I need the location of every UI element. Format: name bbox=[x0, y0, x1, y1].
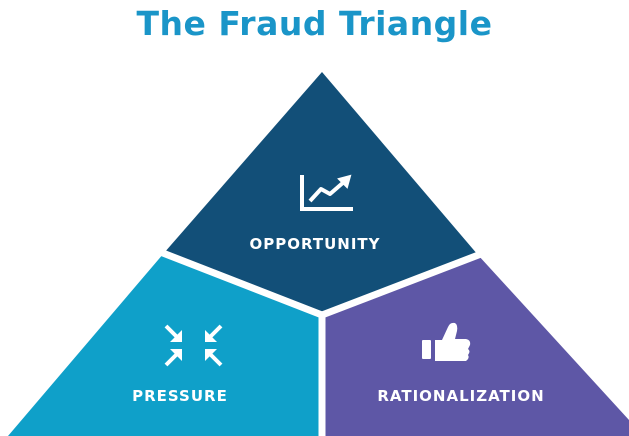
thumbs-up-icon bbox=[422, 322, 471, 361]
rationalization-label: RATIONALIZATION bbox=[377, 387, 545, 405]
opportunity-segment bbox=[164, 72, 478, 315]
pressure-label: PRESSURE bbox=[132, 387, 228, 405]
page-title: The Fraud Triangle bbox=[136, 4, 493, 43]
pressure-segment bbox=[8, 253, 322, 436]
rationalization-segment bbox=[322, 255, 629, 436]
segment-dividers bbox=[148, 244, 496, 436]
chart-growth-icon bbox=[300, 174, 353, 211]
arrows-inward-icon bbox=[164, 324, 223, 367]
opportunity-label: OPPORTUNITY bbox=[249, 235, 381, 253]
